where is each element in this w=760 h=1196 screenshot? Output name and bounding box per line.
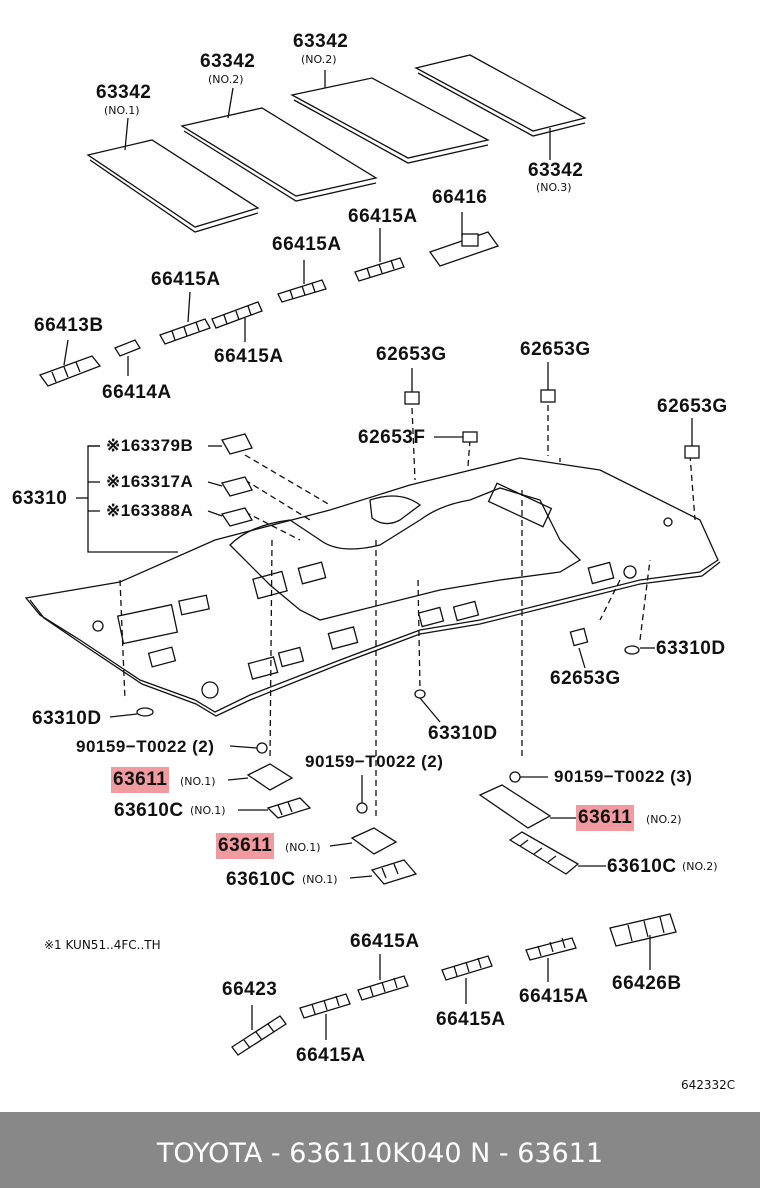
- bracket-63310: [87, 445, 178, 553]
- clip-66415a-b1: [299, 993, 351, 1040]
- label-63611-no2-sub: (NO.2): [646, 813, 682, 826]
- pad-63342-no1: [86, 139, 260, 233]
- clip-62653f: [434, 431, 478, 443]
- clip-66415a-1: [159, 291, 211, 345]
- clip-66415a-b2: [357, 954, 409, 1001]
- label-66423: 66423: [222, 979, 278, 1000]
- stud-63310d-1: [109, 707, 154, 718]
- label-63610c-no1-a: 63610C: [114, 800, 184, 821]
- label-90159-2: 90159−T0022 (2): [305, 752, 444, 771]
- part-63610c-no1-b: [349, 859, 418, 885]
- label-66416: 66416: [432, 187, 488, 208]
- label-62653g-4: 62653G: [550, 668, 621, 689]
- label-66415a-4: 66415A: [214, 346, 284, 367]
- label-63611-no2: 63611: [576, 805, 635, 831]
- label-66415a-b2: 66415A: [296, 1045, 366, 1066]
- label-63388a: ※163388A: [106, 501, 194, 520]
- pad-63342-no2a: [180, 107, 378, 202]
- label-63342-no1: 63342: [96, 82, 152, 103]
- label-63342-no2b: 63342: [293, 31, 349, 52]
- label-66413b: 66413B: [34, 315, 104, 336]
- label-63310d-1: 63310D: [32, 708, 102, 729]
- label-62653g-2: 62653G: [520, 339, 591, 360]
- label-66415a-3: 66415A: [151, 269, 221, 290]
- part-63388a: [207, 507, 253, 527]
- label-63317a: ※163317A: [106, 472, 194, 491]
- label-90159-1: 90159−T0022 (2): [76, 737, 215, 756]
- dashed-leaders: [119, 405, 696, 820]
- label-63379b: ※163379B: [106, 436, 194, 455]
- clip-66415a-2: [211, 301, 263, 342]
- clip-62653g-3: [684, 418, 700, 459]
- label-66415a-2: 66415A: [272, 234, 342, 255]
- label-63310d-2: 63310D: [428, 723, 498, 744]
- pad-63342-no2b: [290, 77, 490, 164]
- label-66414a: 66414A: [102, 382, 172, 403]
- figure-code: 642332C: [681, 1078, 736, 1092]
- clip-66415a-3: [277, 260, 327, 303]
- label-66415a-b3: 66415A: [436, 1009, 506, 1030]
- applicability-note: ※1 KUN51..4FC..TH: [44, 938, 161, 952]
- label-63310: 63310: [12, 488, 68, 509]
- screw-90159-3: [509, 771, 548, 783]
- label-63610c-no2: 63610C: [607, 856, 677, 877]
- part-63611-no2: [478, 784, 576, 829]
- label-63610c-no1-b-sub: (NO.1): [302, 873, 338, 886]
- label-62653g-1: 62653G: [376, 344, 447, 365]
- clip-66414a: [114, 339, 141, 376]
- screw-90159-1: [229, 742, 268, 754]
- stud-63310d-3: [624, 645, 655, 655]
- part-63610c-no2: [508, 831, 606, 875]
- part-63611-no1-b: [329, 827, 398, 855]
- clip-66415a-b4: [525, 937, 577, 982]
- label-90159-3: 90159−T0022 (3): [554, 767, 693, 786]
- clip-66423: [231, 1005, 287, 1056]
- label-62653g-3: 62653G: [657, 396, 728, 417]
- clip-66413b: [38, 339, 102, 387]
- part-number-caption: TOYOTA - 636110K040 N - 63611: [156, 1138, 604, 1169]
- pad-63342-no3: [414, 54, 587, 137]
- label-63342-no1-sub: (NO.1): [104, 104, 140, 117]
- label-63310d-3: 63310D: [656, 638, 726, 659]
- label-63342-no3-sub: (NO.3): [536, 181, 572, 194]
- part-63611-no1-a: [227, 763, 294, 791]
- clip-62653g-4: [569, 627, 589, 669]
- headliner-exploded-diagram: [24, 54, 721, 1056]
- lamp-66416: [428, 212, 500, 267]
- footer-bar: TOYOTA - 636110K040 N - 63611: [0, 1112, 760, 1188]
- label-63611-no1-a-sub: (NO.1): [180, 775, 216, 788]
- clip-62653g-1: [404, 368, 420, 405]
- part-63379b: [208, 433, 253, 455]
- label-63342-no2a: 63342: [200, 51, 256, 72]
- leader: [227, 87, 234, 119]
- clip-66415a-b3: [441, 955, 493, 1004]
- label-62653f: 62653F: [358, 427, 426, 448]
- lamp-66426b: [609, 913, 677, 970]
- stud-63310d-2: [414, 689, 441, 723]
- leader: [124, 117, 129, 151]
- label-66426b: 66426B: [612, 973, 682, 994]
- label-63610c-no1-b: 63610C: [226, 869, 296, 890]
- clip-66415a-4: [354, 228, 405, 282]
- part-63317a: [207, 476, 253, 497]
- label-63342-no2b-sub: (NO.2): [301, 53, 337, 66]
- label-63610c-no2-sub: (NO.2): [682, 860, 718, 873]
- label-63611-no1-b-sub: (NO.1): [285, 841, 321, 854]
- headliner-63310: [24, 457, 721, 717]
- clip-62653g-2: [540, 362, 556, 403]
- label-63610c-no1-a-sub: (NO.1): [190, 804, 226, 817]
- label-66415a-b1: 66415A: [350, 931, 420, 952]
- screw-90159-2: [356, 775, 368, 814]
- label-63342-no3: 63342: [528, 160, 584, 181]
- label-66415a-1: 66415A: [348, 206, 418, 227]
- part-63610c-no1-a: [238, 797, 312, 819]
- label-63611-no1-a: 63611: [111, 767, 170, 793]
- label-66415a-b4: 66415A: [519, 986, 589, 1007]
- label-63611-no1-b: 63611: [216, 833, 275, 859]
- label-63342-no2a-sub: (NO.2): [208, 73, 244, 86]
